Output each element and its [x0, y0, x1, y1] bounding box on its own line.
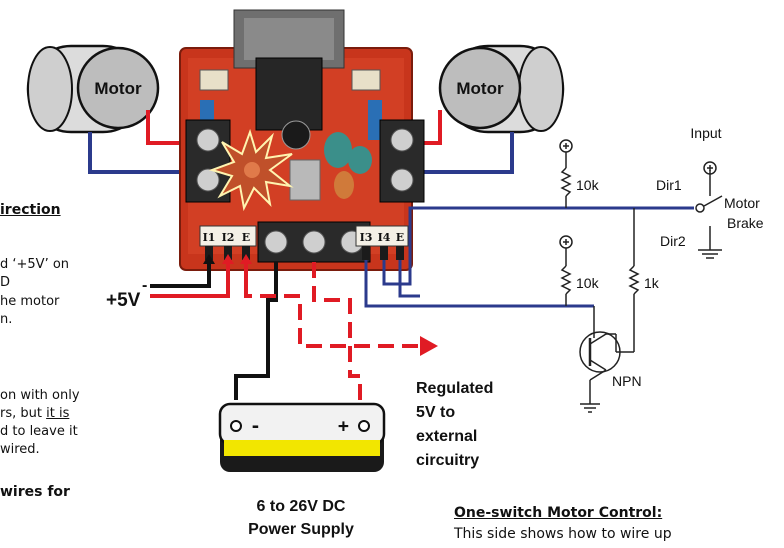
regulated-line-4: circuitry [416, 452, 480, 469]
left-line-3: he motor [0, 294, 60, 309]
pin-label-i1: I1 [203, 231, 216, 244]
motor-right: Motor [438, 44, 565, 134]
left-para2-line4: wired. [0, 442, 40, 457]
pin-label-e-right: E [396, 231, 404, 244]
left-para2-line1: on with only [0, 388, 80, 403]
input-label: Input [690, 125, 721, 141]
motor-left: Motor [26, 44, 160, 134]
left-para2-line3: d to leave it [0, 424, 78, 439]
power-supply-caption-1: 6 to 26V DC [256, 498, 346, 515]
battery: - + [218, 402, 386, 472]
regulated-line-3: external [416, 428, 478, 445]
regulated-line-2: 5V to [416, 404, 456, 421]
motor-brake-line2: Brake [727, 215, 764, 231]
left-line-2: D [0, 275, 11, 290]
motor-right-label: Motor [456, 79, 504, 98]
npn-label: NPN [612, 373, 642, 389]
dir2-label: Dir2 [660, 233, 686, 249]
one-switch-heading: One-switch Motor Control: [454, 505, 663, 521]
one-switch-body: This side shows how to wire up [454, 526, 672, 542]
driver-board: I1 I2 E I3 I4 E [179, 9, 425, 271]
resistor-10k-top: 10k [576, 177, 600, 193]
driver-chip [255, 57, 323, 131]
left-line-1: d ‘+5V’ on [0, 257, 70, 272]
resistor-1k: 1k [644, 275, 660, 291]
left-heading-fragment: irection [0, 202, 61, 218]
npn-transistor-symbol [579, 331, 621, 373]
battery-plus: + [338, 416, 349, 437]
left-line-4: n. [0, 312, 13, 327]
resistor-10k-bottom: 10k [576, 275, 600, 291]
motor-left-label: Motor [94, 79, 142, 98]
battery-minus: - [250, 416, 261, 437]
pin-label-i2: I2 [222, 231, 235, 244]
pin-label-i3: I3 [360, 231, 373, 244]
pin-label-i4: I4 [378, 231, 391, 244]
plus-5v-label: +5V [106, 290, 141, 311]
regulated-line-1: Regulated [416, 380, 494, 397]
dir1-label: Dir1 [656, 177, 682, 193]
left-para2-line2: rs, but it is [0, 406, 70, 421]
capacitor [281, 120, 311, 150]
switch-circuit [559, 139, 723, 413]
power-supply-caption-2: Power Supply [248, 521, 354, 538]
left-heading2-fragment: wires for [0, 484, 70, 500]
regulated-output-arrow [420, 336, 438, 356]
minus-label: - [142, 277, 147, 294]
motor-brake-line1: Motor [724, 195, 760, 211]
input-wires-right [364, 206, 694, 308]
pin-label-e-left: E [242, 231, 250, 244]
power-wires [234, 262, 420, 400]
